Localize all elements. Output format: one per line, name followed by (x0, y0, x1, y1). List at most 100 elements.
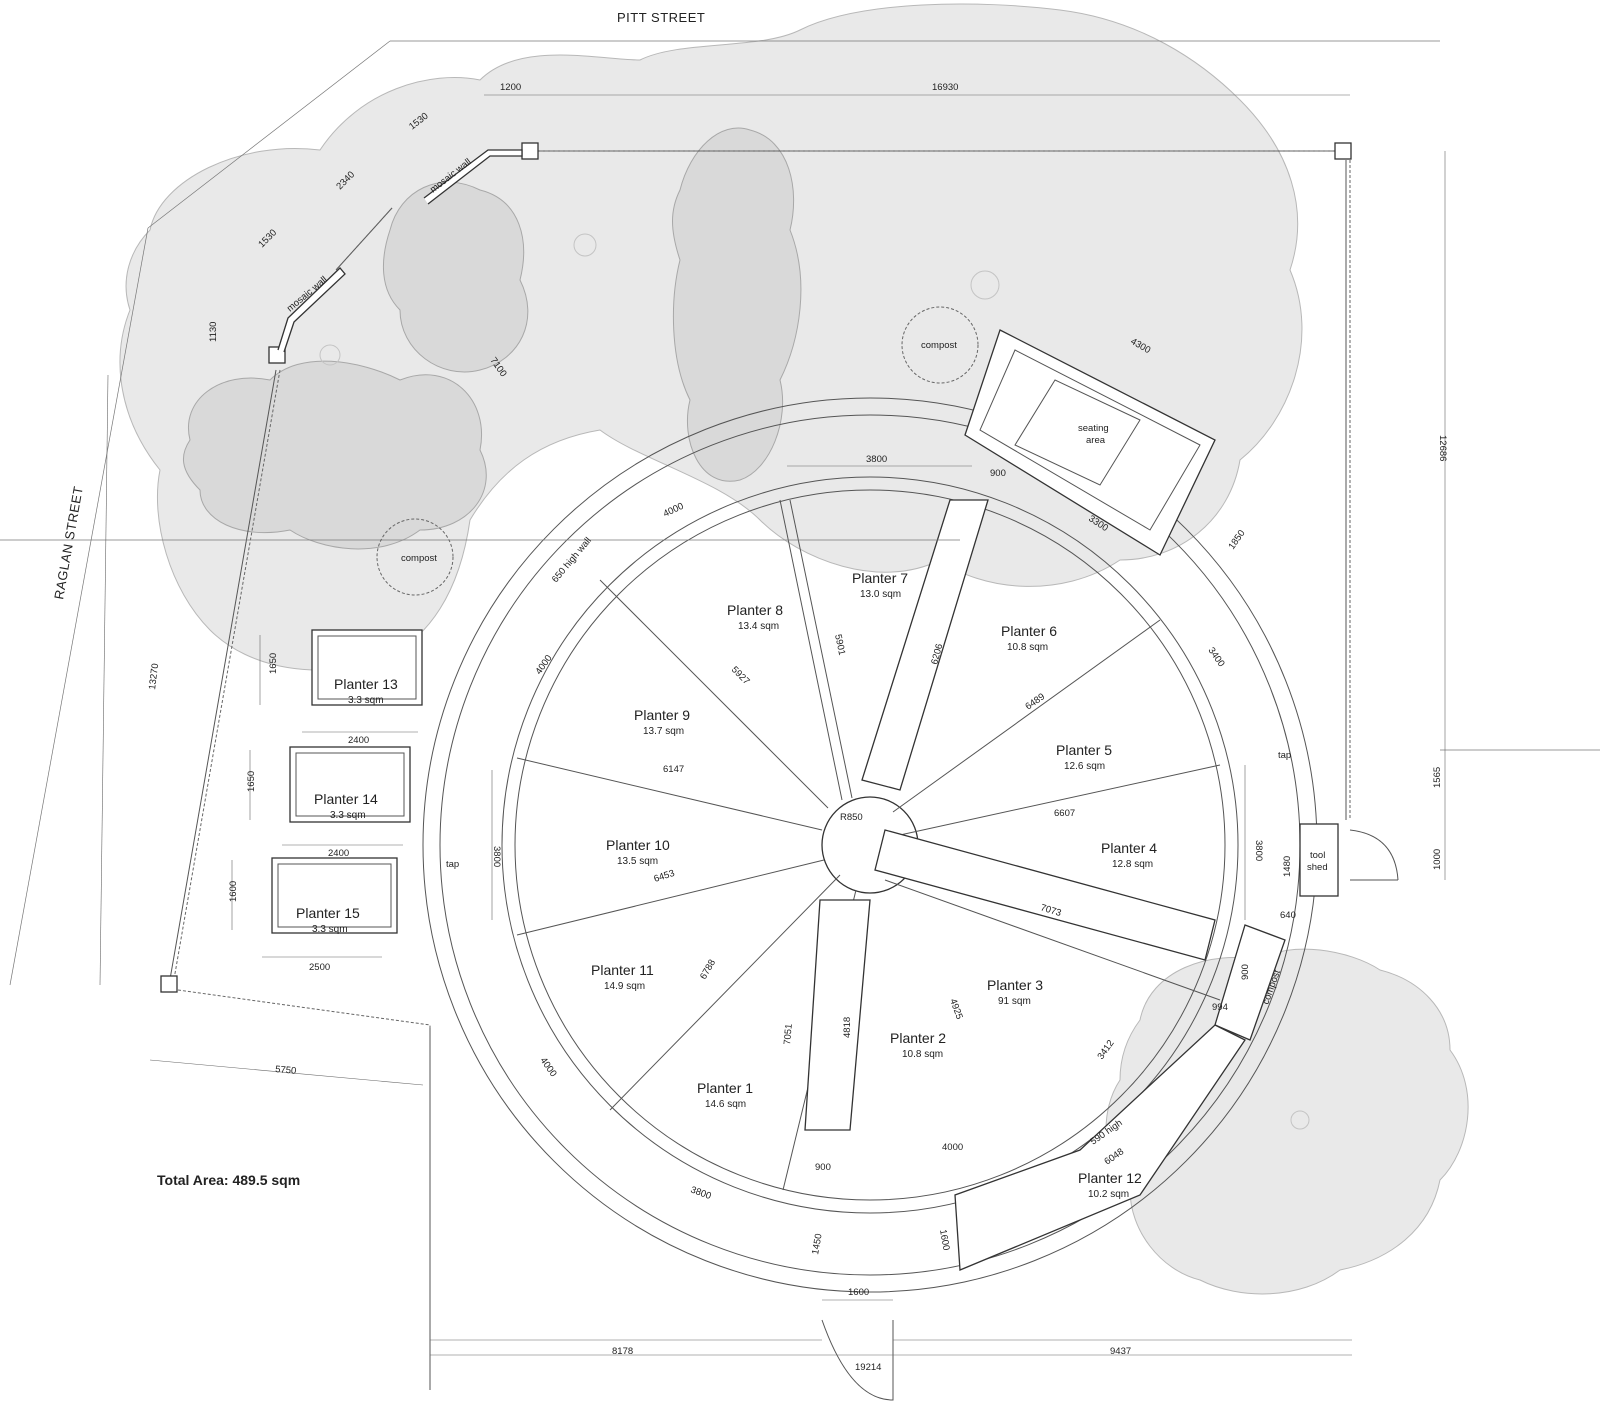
planter-3-name: Planter 3 (987, 977, 1043, 993)
compost-bay (1214, 924, 1286, 1041)
dim-1450: 1450 (810, 1233, 825, 1256)
planter-6-name: Planter 6 (1001, 623, 1057, 639)
dim-3400: 3400 (1206, 645, 1227, 669)
planter-11-area: 14.9 sqm (604, 981, 645, 992)
dimension-labels: 1200 16930 1530 2340 1530 1130 7100 1327… (147, 82, 1448, 1373)
dim-4925: 4925 (947, 997, 965, 1021)
dim-1650-14: 1650 (246, 771, 257, 792)
dim-7051: 7051 (782, 1023, 795, 1045)
dim-4000-w: 4000 (533, 653, 554, 677)
seating-label-1: seating (1078, 423, 1109, 434)
dim-9437: 9437 (1110, 1346, 1131, 1357)
raglan-street-label: RAGLAN STREET (51, 485, 86, 601)
compost-label-north: compost (921, 340, 957, 351)
dim-4000-s: 4000 (942, 1142, 963, 1153)
dim-6453: 6453 (653, 868, 677, 885)
dim-3800-e: 3800 (1253, 840, 1264, 861)
radius-label: R850 (840, 812, 863, 823)
tool-shed-label-2: shed (1307, 862, 1328, 873)
total-area: Total Area: 489.5 sqm (157, 1172, 300, 1188)
dim-640: 640 (1280, 910, 1296, 921)
dim-19214: 19214 (855, 1362, 881, 1373)
planter-labels: Planter 1 14.6 sqm Planter 2 10.8 sqm Pl… (296, 570, 1157, 1200)
dim-6147: 6147 (663, 764, 684, 775)
dim-12686: 12686 (1437, 435, 1448, 461)
dim-13270: 13270 (147, 663, 161, 691)
dim-3800-w: 3800 (491, 846, 502, 867)
planter-14-area: 3.3 sqm (330, 810, 366, 821)
planter-15-name: Planter 15 (296, 905, 360, 921)
dim-1130: 1130 (208, 322, 219, 342)
planter-4-area: 12.8 sqm (1112, 859, 1153, 870)
planter-9-area: 13.7 sqm (643, 726, 684, 737)
dim-5901: 5901 (832, 633, 847, 656)
dim-2400-13: 2400 (348, 735, 369, 746)
planter-2-name: Planter 2 (890, 1030, 946, 1046)
planter-8-name: Planter 8 (727, 602, 783, 618)
dim-994: 994 (1212, 1002, 1228, 1013)
planter-15-bed (271, 857, 398, 934)
dim-1200: 1200 (500, 82, 521, 93)
planter-10-area: 13.5 sqm (617, 856, 658, 867)
dim-1600-15: 1600 (228, 881, 239, 902)
planter-6-area: 10.8 sqm (1007, 642, 1048, 653)
dim-6206: 6206 (929, 643, 945, 666)
planter-3-area: 91 sqm (998, 996, 1031, 1007)
planter-13-bed (311, 629, 423, 706)
dimension-lines (99, 94, 1446, 1356)
tap-label-west: tap (446, 859, 459, 870)
dim-1480: 1480 (1282, 856, 1293, 877)
dim-900-e: 900 (1240, 964, 1251, 980)
dim-3800-s: 3800 (689, 1184, 713, 1202)
planter-7-name: Planter 7 (852, 570, 908, 586)
site-boundary (9, 40, 1600, 1390)
dim-6788: 6788 (698, 958, 718, 982)
planter-1-area: 14.6 sqm (705, 1099, 746, 1110)
dim-1000: 1000 (1432, 849, 1443, 870)
planter-1-name: Planter 1 (697, 1080, 753, 1096)
planter-5-area: 12.6 sqm (1064, 761, 1105, 772)
dim-4000-nw: 4000 (662, 501, 686, 520)
dim-2500: 2500 (309, 962, 330, 973)
dim-1565: 1565 (1432, 767, 1443, 788)
planter-7-area: 13.0 sqm (860, 589, 901, 600)
seating-area (964, 329, 1216, 556)
dim-3412: 3412 (1095, 1038, 1116, 1062)
tool-shed (1299, 823, 1339, 897)
dim-1600-s: 1600 (937, 1229, 952, 1252)
planter-15-area: 3.3 sqm (312, 924, 348, 935)
planter-13-name: Planter 13 (334, 676, 398, 692)
entry-gate (821, 1319, 894, 1401)
dim-4000-sw: 4000 (538, 1055, 559, 1079)
planter-10-name: Planter 10 (606, 837, 670, 853)
planter-9-name: Planter 9 (634, 707, 690, 723)
compost-circle-north (901, 306, 979, 384)
dim-900-s: 900 (815, 1162, 831, 1173)
dim-2400-14: 2400 (328, 848, 349, 859)
pitt-street-label: PITT STREET (617, 10, 705, 25)
planter-12-name: Planter 12 (1078, 1170, 1142, 1186)
planter-14-name: Planter 14 (314, 791, 378, 807)
dim-900-top: 900 (990, 468, 1006, 479)
high-wall-label: 650 high wall (550, 535, 594, 585)
dim-5927: 5927 (729, 664, 752, 687)
dim-3800-top: 3800 (866, 454, 887, 465)
planter-13-area: 3.3 sqm (348, 695, 384, 706)
dim-6607: 6607 (1054, 808, 1075, 819)
tool-shed-label-1: tool (1310, 850, 1325, 861)
tap-label-east: tap (1278, 750, 1291, 761)
dim-5750: 5750 (275, 1064, 297, 1077)
circular-garden (0, 397, 1318, 1293)
planter-12-area: 10.2 sqm (1088, 1189, 1129, 1200)
dim-16930: 16930 (932, 82, 958, 93)
dim-1850: 1850 (1226, 528, 1247, 552)
compost-label-west: compost (401, 553, 437, 564)
compost-circle-west (376, 518, 454, 596)
dim-1600-gate: 1600 (848, 1287, 869, 1298)
planter-8-area: 13.4 sqm (738, 621, 779, 632)
planter-11-name: Planter 11 (591, 962, 654, 978)
planter-4-name: Planter 4 (1101, 840, 1157, 856)
seating-label-2: area (1086, 435, 1106, 446)
planter-14-bed (289, 746, 411, 823)
